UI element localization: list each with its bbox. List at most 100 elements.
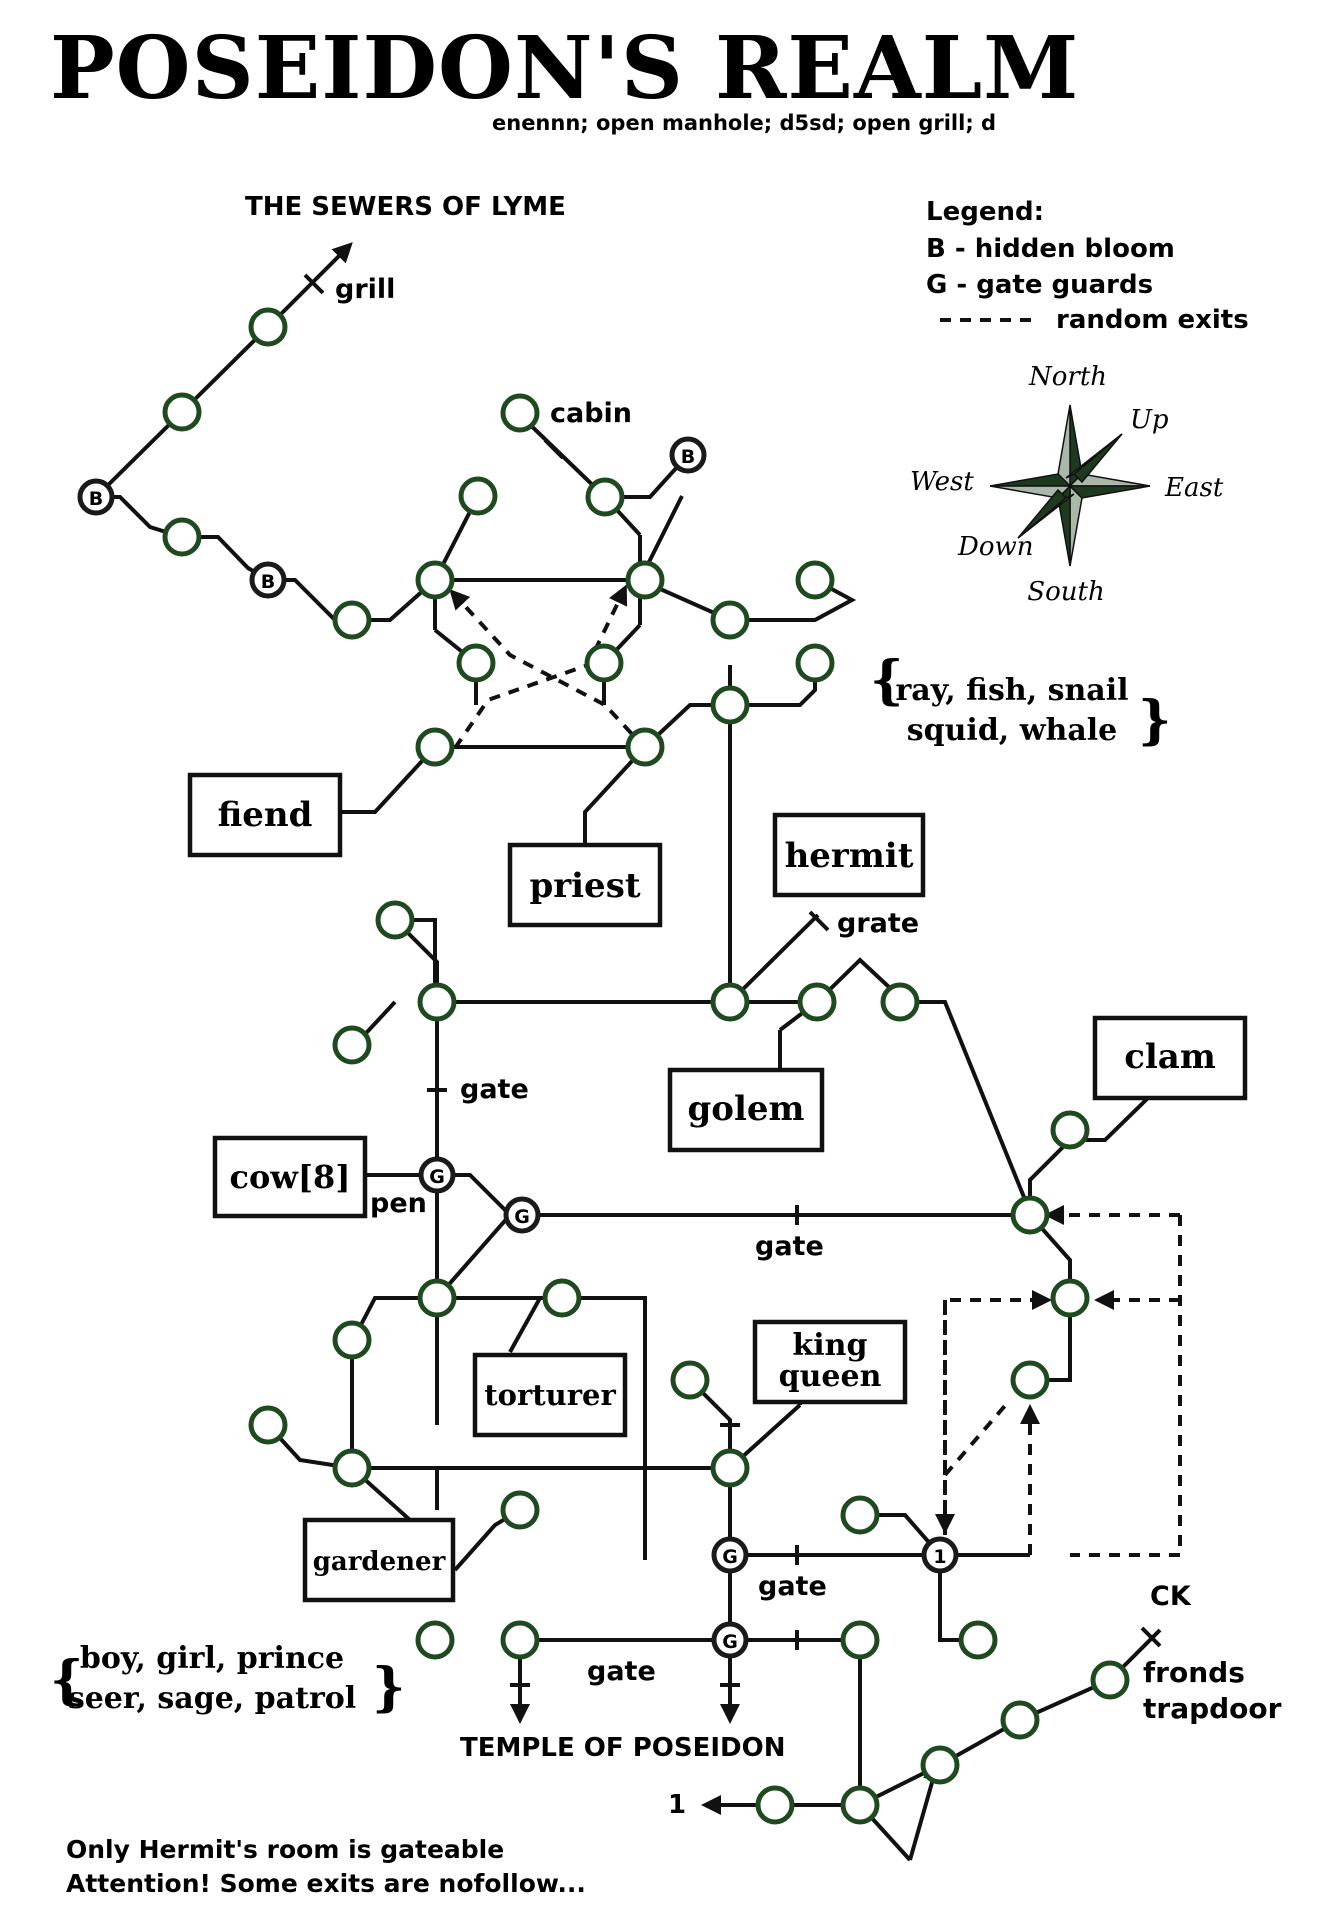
room-node (797, 982, 837, 1022)
mob-hermit: hermit (785, 836, 914, 876)
mob-clam: clam (1124, 1037, 1216, 1077)
sea-mobs-line1: ray, fish, snail (895, 673, 1128, 708)
label-trapdoor: trapdoor (1143, 1692, 1282, 1725)
guard-marker: G (722, 1546, 738, 1568)
room-node (248, 307, 288, 347)
label-gate: gate (755, 1231, 824, 1262)
legend-heading: Legend: (926, 197, 1044, 227)
mob-cow-box (212, 1135, 368, 1219)
note-hermit-gateable: Only Hermit's room is gateable (66, 1835, 504, 1864)
guard-marker: G (514, 1206, 530, 1228)
room-node (1090, 1660, 1130, 1700)
compass-east: East (1164, 473, 1224, 503)
edge-labels: grill cabin grate gate pen gate gate gat… (335, 274, 1282, 1820)
room-node (332, 1320, 372, 1360)
random-exits (449, 584, 1182, 1557)
room-node (710, 982, 750, 1022)
mob-gardener: gardener (313, 1547, 446, 1577)
legend-guards: G - gate guards (926, 270, 1153, 300)
note-nofollow: Attention! Some exits are nofollow... (66, 1869, 586, 1898)
label-gate: gate (587, 1656, 656, 1687)
area-temple-label: TEMPLE OF POSEIDON (460, 1733, 785, 1763)
guard-room (418, 1156, 456, 1194)
room-node (1000, 1700, 1040, 1740)
route-directions: enennn; open manhole; d5sd; open grill; … (492, 111, 996, 135)
room-node (755, 1785, 795, 1825)
room-node (332, 1025, 372, 1065)
exit-one-marker: 1 (933, 1546, 946, 1568)
room-node (795, 643, 835, 683)
room-node (584, 643, 624, 683)
guard-room (503, 1196, 541, 1234)
room-node (1010, 1195, 1050, 1235)
brace-close-icon: } (372, 1657, 405, 1718)
room-node (332, 600, 372, 640)
map-title: POSEIDON'S REALM (50, 18, 1079, 119)
room-node (162, 392, 202, 432)
compass-rose-icon: North South East West Up Down (910, 362, 1224, 607)
compass-north: North (1028, 362, 1107, 392)
room-node (795, 560, 835, 600)
mob-boxes: fiend priest hermit golem clam cow[8] to… (187, 772, 1248, 1603)
compass-up: Up (1130, 405, 1169, 435)
brace-open-icon: { (870, 650, 903, 711)
room-node (415, 560, 455, 600)
room-node (542, 1278, 582, 1318)
room-node (880, 982, 920, 1022)
compass-south: South (1027, 577, 1104, 607)
room-node (332, 1448, 372, 1488)
mob-hermit-box (772, 812, 926, 898)
room-node (162, 517, 202, 557)
room-node (248, 1405, 288, 1445)
legend-random-exits: random exits (1056, 305, 1249, 335)
rooms (162, 307, 1130, 1825)
legend: Legend: B - hidden bloom G - gate guards… (926, 197, 1249, 335)
guard-room (711, 1536, 749, 1574)
area-sewers-label: THE SEWERS OF LYME (245, 192, 566, 222)
room-node (625, 560, 665, 600)
brace-close-icon: } (1138, 690, 1171, 751)
room-node (920, 1745, 960, 1785)
room-node (1010, 1360, 1050, 1400)
label-exit-one: 1 (668, 1790, 686, 1820)
mob-queen: queen (779, 1359, 882, 1394)
mob-fiend-box (187, 772, 343, 858)
room-node (458, 476, 498, 516)
room-node (710, 685, 750, 725)
room-node (415, 727, 455, 767)
room-node (500, 1490, 540, 1530)
mob-groups: { ray, fish, snail squid, whale } { boy,… (50, 650, 1171, 1718)
marked-rooms: B B B G G G G 1 (77, 436, 959, 1659)
label-ck: CK (1150, 1581, 1192, 1612)
room-node (1050, 1278, 1090, 1318)
room-node (456, 643, 496, 683)
bloom-room (249, 561, 287, 599)
compass-west: West (910, 467, 974, 497)
exit-one-room (921, 1536, 959, 1574)
label-pen: pen (370, 1188, 427, 1219)
room-node (417, 982, 457, 1022)
mob-cow: cow[8] (230, 1158, 351, 1196)
mob-king: king (793, 1328, 868, 1363)
temple-mobs-line1: boy, girl, prince (80, 1641, 344, 1676)
guard-room (711, 1621, 749, 1659)
guard-marker: G (722, 1631, 738, 1653)
label-grate: grate (837, 908, 919, 939)
mob-priest-box (507, 842, 663, 928)
room-node (1050, 1110, 1090, 1150)
mob-priest: priest (529, 866, 640, 906)
bloom-marker: B (261, 571, 275, 593)
room-node (840, 1620, 880, 1660)
room-node (417, 1278, 457, 1318)
bloom-marker: B (89, 488, 103, 510)
room-node (625, 727, 665, 767)
room-node (375, 900, 415, 940)
sea-mobs-line2: squid, whale (907, 713, 1118, 748)
mob-fiend: fiend (218, 795, 313, 835)
mob-torturer-box (472, 1352, 628, 1438)
bloom-room (77, 478, 115, 516)
room-node (958, 1620, 998, 1660)
room-node (415, 1620, 455, 1660)
room-node (500, 393, 540, 433)
mob-clam-box (1092, 1015, 1248, 1101)
